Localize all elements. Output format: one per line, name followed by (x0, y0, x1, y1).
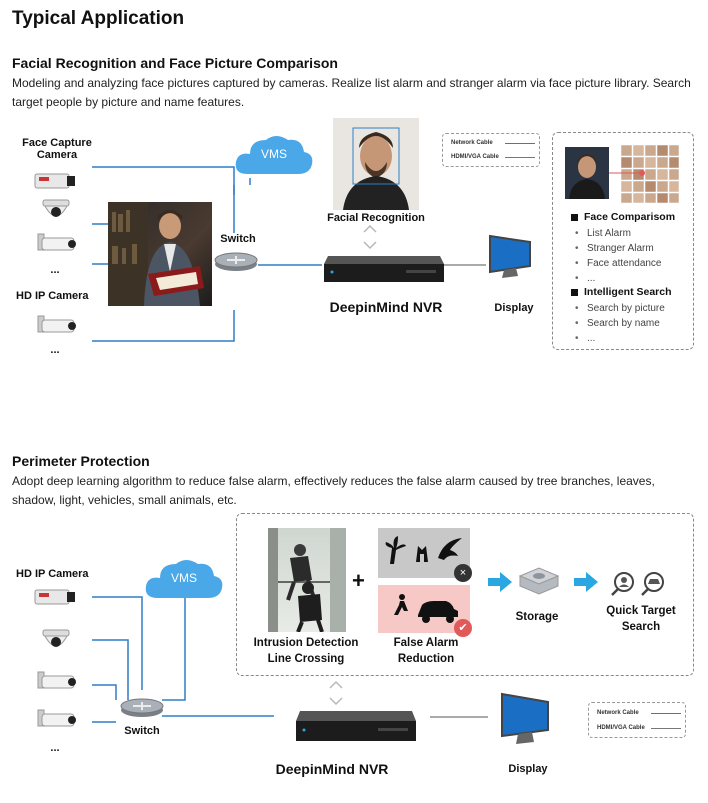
perimeter-vms-label: VMS (170, 571, 197, 585)
storage-icon (518, 567, 560, 595)
intrusion-label-2: Line Crossing (267, 653, 345, 665)
face-feature-panel: Face Comparisom List Alarm Stranger Alar… (552, 132, 694, 350)
list-item: ... (571, 271, 662, 286)
list-item: Search by name (571, 316, 665, 331)
detected-targets-tile: ✔ (378, 585, 472, 637)
list-item: Stranger Alarm (571, 241, 662, 256)
filtered-objects-tile: × (378, 528, 472, 582)
list-item: ... (571, 331, 665, 346)
face-section-title: Facial Recognition and Face Picture Comp… (12, 55, 338, 71)
legend-network-label: Network Cable (451, 140, 493, 146)
arrow-right-icon (488, 572, 512, 592)
face-nvr-label: DeepinMind NVR (329, 299, 443, 315)
legend-network-line (651, 713, 681, 714)
intelligent-search-list: Search by picture Search by name ... (571, 301, 665, 346)
bullet-camera-icon (37, 315, 76, 333)
bullet-camera-icon (37, 671, 76, 689)
monitor-icon (501, 692, 549, 744)
bullet-camera-icon (37, 709, 76, 727)
monitor-icon (489, 234, 531, 278)
facial-recognition-photo (333, 118, 419, 210)
perimeter-hd-ip-camera-label: HD IP Camera (16, 568, 89, 580)
intelligent-search-title: Intelligent Search (571, 286, 672, 298)
perimeter-display-label: Display (508, 763, 548, 775)
filtered-objects-icon (385, 536, 462, 564)
face-vms-label: VMS (260, 147, 287, 161)
face-hd-ip-camera-label: HD IP Camera (16, 290, 89, 302)
face-section-description: Modeling and analyzing face pictures cap… (12, 76, 691, 109)
quick-search-label-1: Quick Target (606, 605, 676, 617)
search-face-vehicle-icon (611, 572, 664, 596)
perimeter-camera-ellipsis: ... (50, 742, 60, 754)
intrusion-photo (268, 528, 346, 632)
face-camera-ellipsis: ... (50, 264, 60, 276)
legend-hdmi-line (505, 157, 535, 158)
vms-cloud-icon (235, 136, 313, 174)
quick-search-label-2: Search (621, 621, 661, 633)
perimeter-section-title: Perimeter Protection (12, 453, 150, 469)
switch-icon (120, 698, 164, 717)
box-camera-icon (34, 173, 75, 189)
arrow-right-icon (574, 572, 598, 592)
dome-camera-icon (42, 629, 70, 647)
perimeter-nvr-label: DeepinMind NVR (275, 761, 389, 777)
list-item: List Alarm (571, 226, 662, 241)
legend-hdmi-line (651, 728, 681, 729)
page-title: Typical Application (12, 8, 185, 29)
facial-recognition-label: Facial Recognition (327, 212, 425, 224)
vms-cloud-icon (145, 560, 223, 598)
face-library-grid-icon (609, 144, 680, 204)
storage-label: Storage (515, 611, 559, 623)
face-comparison-list: List Alarm Stranger Alarm Face attendanc… (571, 226, 662, 286)
face-capture-camera-label-2: Camera (36, 149, 78, 161)
legend-hdmi-label: HDMI/VGA Cable (451, 154, 499, 160)
man-reading-photo (108, 202, 212, 306)
face-switch-label: Switch (220, 233, 256, 245)
list-item: Face attendance (571, 256, 662, 271)
legend-network-line (505, 143, 535, 144)
reject-badge-icon: × (454, 564, 472, 582)
bullet-camera-icon (37, 233, 76, 251)
intrusion-label-1: Intrusion Detection (253, 637, 359, 649)
legend-hdmi-label: HDMI/VGA Cable (597, 725, 645, 731)
human-vehicle-icon (394, 594, 458, 623)
face-capture-camera-label-1: Face Capture (22, 137, 92, 149)
box-camera-icon (34, 589, 75, 605)
perimeter-feature-panel (236, 513, 694, 676)
legend-network-label: Network Cable (597, 710, 639, 716)
face-camera-ellipsis-2: ... (50, 344, 60, 356)
list-item: Search by picture (571, 301, 665, 316)
plus-sign: + (352, 568, 365, 593)
sync-arrows-icon (363, 224, 377, 250)
face-comparison-title: Face Comparisom (571, 211, 675, 223)
face-query-photo (565, 147, 609, 199)
dome-camera-icon (42, 199, 70, 217)
perimeter-section-description: Adopt deep learning algorithm to reduce … (12, 474, 655, 507)
check-badge-icon: ✔ (454, 619, 472, 637)
perimeter-switch-label: Switch (124, 725, 160, 737)
perimeter-cable-legend: Network Cable HDMI/VGA Cable (588, 702, 686, 738)
false-alarm-label-1: False Alarm (393, 637, 459, 649)
switch-icon (214, 252, 258, 271)
face-cable-legend: Network Cable HDMI/VGA Cable (442, 133, 540, 167)
nvr-device-icon (296, 711, 416, 741)
face-display-label: Display (494, 302, 534, 314)
sync-arrows-icon (329, 680, 343, 706)
nvr-device-icon (324, 256, 444, 282)
false-alarm-label-2: Reduction (397, 653, 455, 665)
